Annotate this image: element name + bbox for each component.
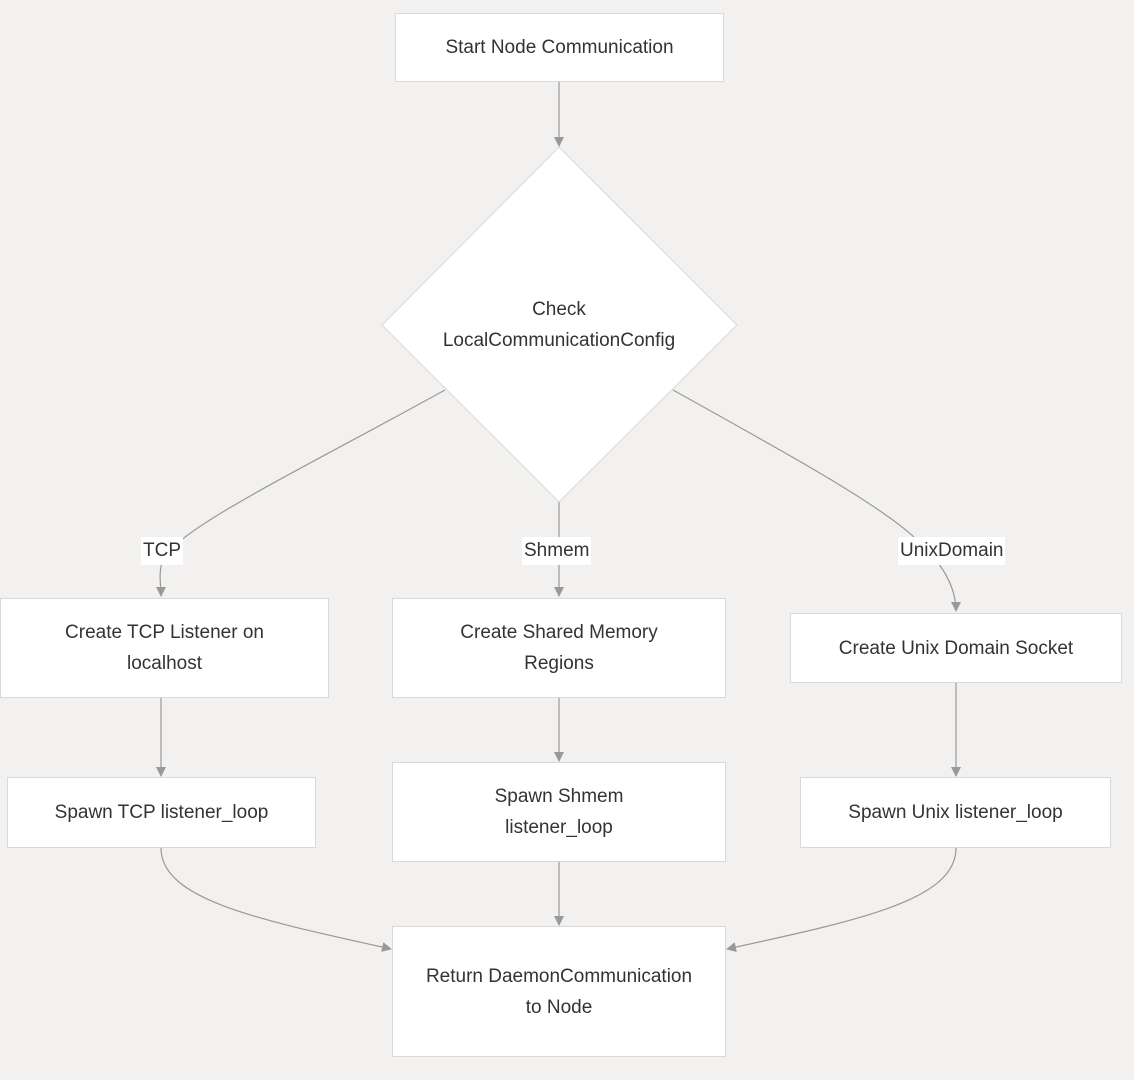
tcp-spawn-node-label: Spawn TCP listener_loop	[54, 802, 269, 823]
unix-spawn-node-label: Spawn Unix listener_loop	[848, 802, 1063, 823]
edge-label-shmem: Shmem	[522, 537, 592, 565]
edge-check-to-tcp	[155, 389, 446, 597]
shmem-spawn-node: Spawn Shmem listener_loop	[392, 762, 726, 862]
edge-check-to-unix	[672, 389, 961, 612]
shmem-create-node: Create Shared Memory Regions	[392, 598, 726, 698]
decision-label: Check LocalCommunicationConfig	[412, 280, 706, 370]
edge-tcp-spawn-to-return	[160, 847, 392, 952]
return-node-label: Return DaemonCommunication to Node	[425, 965, 693, 1018]
start-node: Start Node Communication	[395, 13, 724, 82]
decision-label-text: Check LocalCommunicationConfig	[442, 299, 676, 351]
tcp-spawn-node: Spawn TCP listener_loop	[7, 777, 316, 848]
edge-label-unixdomain: UnixDomain	[898, 537, 1006, 565]
return-node: Return DaemonCommunication to Node	[392, 926, 726, 1057]
unix-create-node-label: Create Unix Domain Socket	[838, 637, 1074, 659]
edge-label-tcp: TCP	[141, 537, 183, 565]
shmem-create-node-label: Create Shared Memory Regions	[460, 622, 658, 674]
start-node-label: Start Node Communication	[445, 37, 674, 58]
tcp-create-node-label: Create TCP Listener on localhost	[65, 622, 264, 674]
unix-create-node: Create Unix Domain Socket	[790, 613, 1122, 683]
unix-spawn-node: Spawn Unix listener_loop	[800, 777, 1111, 848]
tcp-create-node: Create TCP Listener on localhost	[0, 598, 329, 698]
edge-unix-spawn-to-return	[726, 847, 957, 952]
shmem-spawn-node-label: Spawn Shmem listener_loop	[494, 786, 624, 838]
